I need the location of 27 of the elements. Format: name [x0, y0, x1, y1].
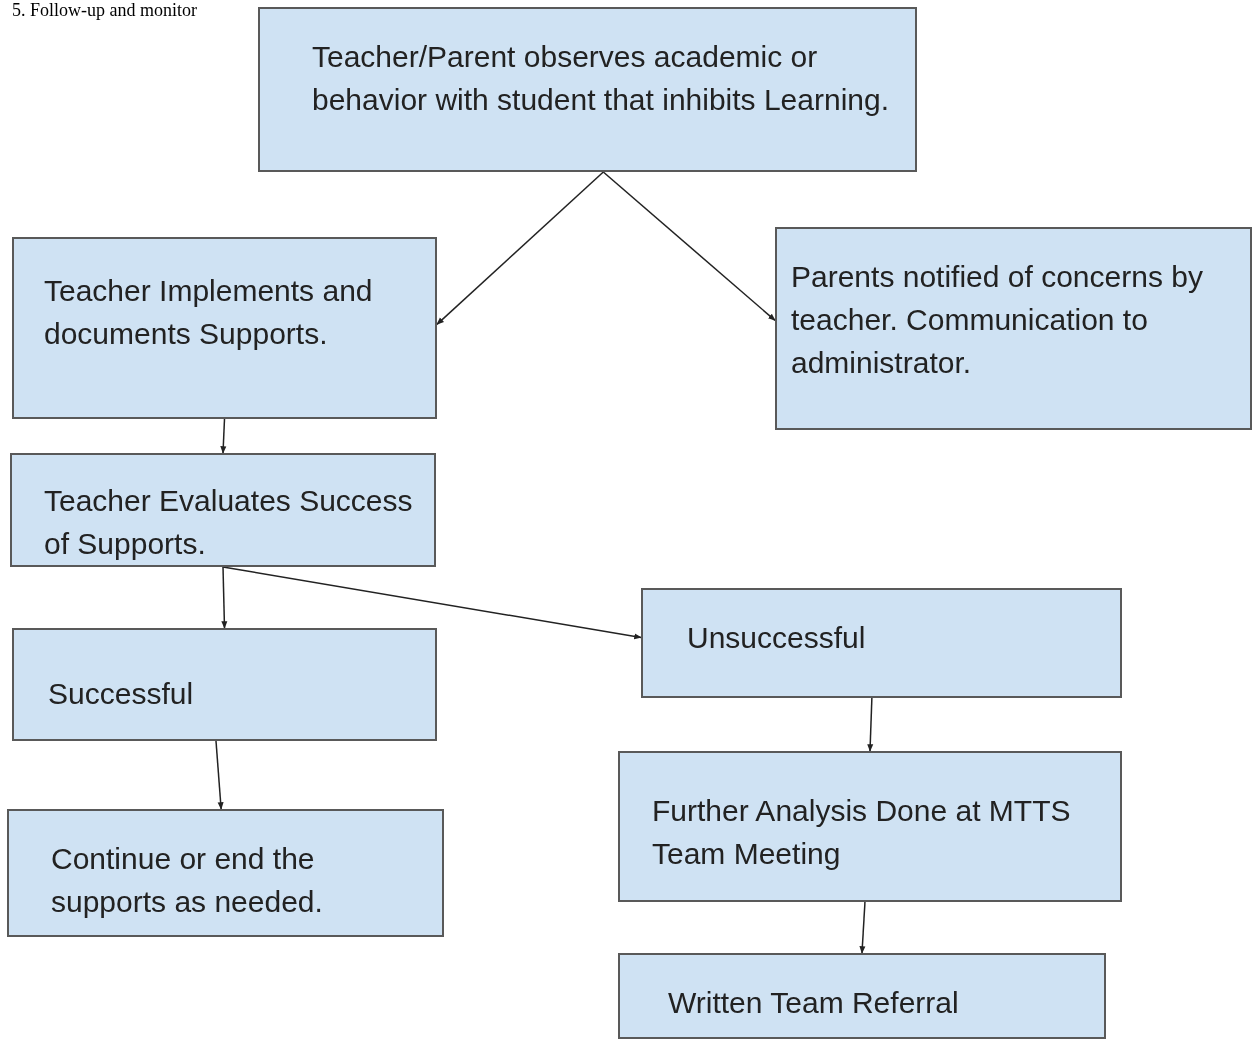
process-box [775, 227, 1252, 430]
process-box [10, 453, 436, 567]
box-text: Teacher Implements and documents Supports. [44, 273, 374, 352]
process-box [7, 809, 444, 937]
arrow [867, 697, 874, 752]
box-text: Teacher/Parent observes academic or behavior with student that inhibits Learning. [312, 39, 891, 118]
box-text: Written Team Referral [668, 985, 960, 1021]
box-text: Parents notified of concerns by teacher. Communication to administrator. [791, 259, 1204, 381]
process-box [618, 751, 1122, 902]
process-box [12, 628, 437, 741]
arrow [221, 566, 228, 629]
process-box [618, 953, 1106, 1039]
box-text: Unsuccessful [687, 620, 867, 656]
box-text: Successful [48, 676, 195, 712]
arrow [215, 740, 224, 810]
box-text: Continue or end the supports as needed. [51, 841, 324, 920]
arrow [436, 171, 605, 326]
note-text: 5. Follow-up and monitor [12, 0, 197, 21]
process-box [258, 7, 917, 172]
arrow [222, 566, 642, 640]
arrow [602, 171, 776, 322]
box-text: Teacher Evaluates Success of Supports. [44, 483, 414, 562]
process-box [641, 588, 1122, 698]
arrow [859, 901, 866, 954]
process-box [12, 237, 437, 419]
box-text: Further Analysis Done at MTTS Team Meeting [652, 793, 1072, 872]
arrow [220, 418, 227, 454]
